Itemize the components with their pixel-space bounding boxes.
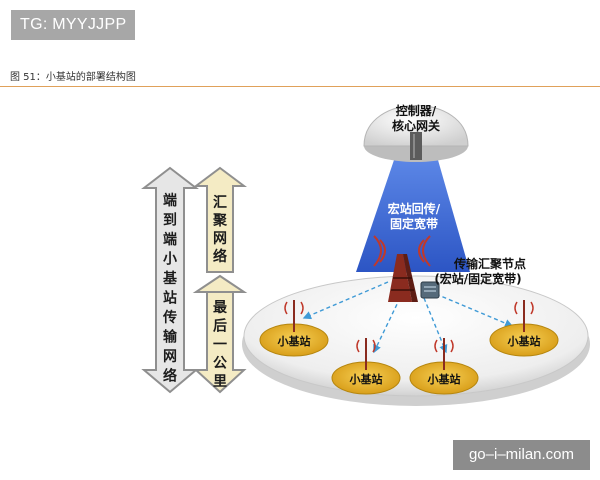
- lowerLabel-char: 最: [213, 299, 228, 316]
- backhaul-label-line1: 宏站回传/: [388, 201, 441, 216]
- signal-wave-icon: [514, 301, 518, 315]
- telegram-badge: TG: MYYJJPP: [11, 10, 135, 40]
- leftLabel-char: 站: [163, 290, 177, 307]
- signal-wave-icon: [434, 339, 438, 353]
- lowerLabel-char: 公: [213, 356, 227, 372]
- lowerLabel-char: 后: [213, 318, 227, 335]
- leftLabel-char: 端: [163, 231, 177, 248]
- upperLabel-char: 络: [213, 248, 227, 265]
- leftLabel-char: 网: [163, 349, 177, 365]
- router-icon: [420, 281, 440, 299]
- small-cell-station: 小基站: [331, 338, 401, 395]
- upperLabel-char: 汇: [213, 195, 227, 211]
- upperLabel-char: 聚: [212, 213, 228, 229]
- aggregation-network-arrow: [193, 166, 247, 273]
- figure-caption: 图 51：小基站的部署结构图: [10, 72, 136, 83]
- lowerLabel-char: 一: [213, 337, 227, 353]
- lowerLabel-char: 里: [213, 374, 227, 390]
- macro-tower-icon: [373, 235, 431, 302]
- watermark: go–i–milan.com: [453, 440, 590, 470]
- small-cell-label: 小基站: [349, 372, 383, 386]
- controller-dome: [363, 105, 469, 162]
- controller-label-line2: 核心网关: [392, 118, 440, 133]
- small-cell-station: 小基站: [259, 300, 329, 357]
- signal-wave-icon: [372, 339, 376, 353]
- aggregation-node-label-line2: (宏站/固定宽带): [434, 271, 521, 286]
- caption-divider: [0, 86, 600, 87]
- signal-wave-icon: [450, 339, 454, 353]
- leftLabel-char: 端: [163, 192, 177, 209]
- signal-wave-icon: [284, 301, 288, 315]
- small-cell-station: 小基站: [489, 300, 559, 357]
- leftLabel-char: 络: [163, 368, 177, 385]
- signal-wave-icon: [300, 301, 304, 315]
- small-cell-label: 小基站: [277, 334, 311, 348]
- small-cell-label: 小基站: [507, 334, 541, 348]
- aggregation-node-label-line1: 传输汇聚节点: [453, 256, 526, 271]
- signal-wave-icon: [356, 339, 360, 353]
- last-mile-arrow: [192, 274, 248, 394]
- leftLabel-char: 传: [162, 309, 177, 326]
- small-cell-station: 小基站: [409, 338, 479, 395]
- leftLabel-char: 到: [163, 213, 177, 229]
- leftLabel-char: 小: [163, 252, 177, 268]
- controller-label-line1: 控制器/: [396, 103, 437, 118]
- signal-wave-icon: [530, 301, 534, 315]
- end-to-end-network-arrow: [141, 166, 199, 394]
- upperLabel-char: 网: [213, 231, 227, 247]
- deployment-platform: [243, 275, 589, 397]
- backhaul-label-line2: 固定宽带: [390, 216, 438, 231]
- leftLabel-char: 基: [163, 270, 178, 287]
- leftLabel-char: 输: [163, 329, 178, 346]
- backhaul-beam: [356, 160, 470, 272]
- small-cell-label: 小基站: [427, 372, 461, 386]
- transmission-links: [302, 281, 514, 354]
